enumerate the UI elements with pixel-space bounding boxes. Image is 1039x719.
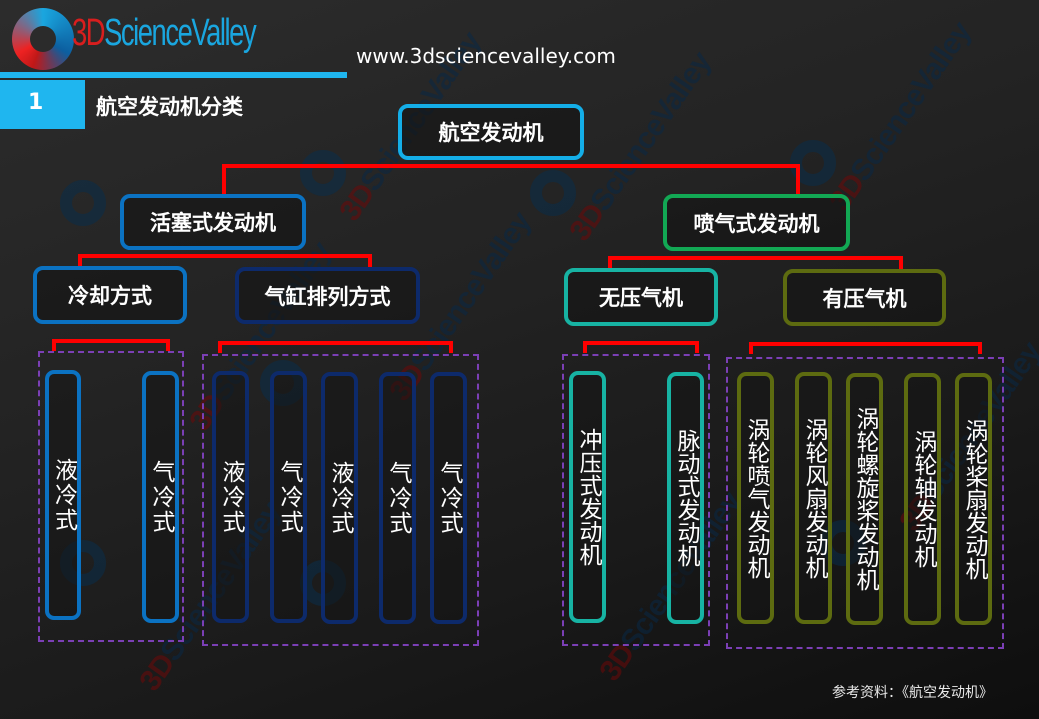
connector-compressor-left — [749, 342, 753, 354]
node-label: 气缸排列方式 — [264, 284, 391, 309]
leaf-cylinder-5: 气冷式 — [430, 372, 467, 624]
connector-compressor-right — [978, 342, 982, 354]
node-label: 航空发动机 — [438, 121, 544, 145]
header-divider — [0, 72, 347, 78]
node-piston-engine: 活塞式发动机 — [120, 194, 306, 250]
connector-piston-left — [78, 254, 82, 268]
node-with-compressor: 有压气机 — [783, 269, 946, 326]
logo-icon — [12, 8, 74, 70]
node-cooling-method: 冷却方式 — [33, 266, 187, 324]
connector-no-compressor — [583, 341, 699, 345]
leaf-label: 液冷式 — [327, 460, 353, 536]
connector-root — [222, 164, 800, 168]
reference-note: 参考资料：《航空发动机》 — [832, 685, 993, 701]
connector-no-compressor-right — [695, 341, 699, 353]
connector-piston — [78, 254, 372, 258]
leaf-label: 气冷式 — [385, 460, 411, 536]
leaf-pulsejet: 脉动式发动机 — [667, 372, 704, 624]
group-compressor — [726, 357, 1004, 649]
connector-cooling-right — [166, 339, 170, 351]
connector-jet-left — [608, 256, 612, 270]
node-cylinder-arrangement: 气缸排列方式 — [235, 267, 420, 324]
connector-cooling-left — [52, 339, 56, 351]
node-label: 无压气机 — [599, 286, 683, 310]
section-title: 航空发动机分类 — [96, 95, 243, 119]
leaf-ramjet: 冲压式发动机 — [569, 371, 606, 623]
connector-cylinder — [218, 341, 453, 345]
leaf-label: 液冷式 — [50, 457, 77, 533]
node-no-compressor: 无压气机 — [564, 268, 718, 326]
watermark-logo-icon — [530, 170, 576, 216]
connector-cylinder-left — [218, 341, 222, 353]
leaf-turbofan: 涡轮风扇发动机 — [795, 372, 832, 624]
group-no-compressor — [562, 354, 710, 646]
connector-root-right — [796, 164, 800, 194]
website-url: www.3dsciencevalley.com — [356, 44, 616, 68]
section-number: 1 — [28, 90, 44, 115]
leaf-label: 涡轮螺旋桨发动机 — [852, 407, 878, 591]
connector-no-compressor-left — [583, 341, 587, 353]
leaf-air-cooled: 气冷式 — [142, 371, 179, 623]
group-cooling — [38, 351, 184, 642]
connector-compressor — [749, 342, 982, 346]
leaf-label: 涡轮风扇发动机 — [801, 417, 827, 579]
node-aero-engine: 航空发动机 — [398, 104, 584, 160]
leaf-cylinder-2: 气冷式 — [270, 371, 307, 623]
leaf-turboprop: 涡轮螺旋桨发动机 — [846, 373, 883, 625]
node-label: 活塞式发动机 — [150, 211, 276, 235]
node-label: 冷却方式 — [68, 284, 152, 308]
leaf-label: 脉动式发动机 — [673, 429, 699, 567]
logo-text: 3DScienceValley — [72, 12, 257, 54]
group-cylinder — [202, 354, 479, 646]
section-number-box — [0, 80, 85, 129]
leaf-cylinder-4: 气冷式 — [379, 372, 416, 624]
leaf-propfan: 涡轮桨扇发动机 — [955, 373, 992, 625]
leaf-label: 气冷式 — [276, 459, 302, 535]
watermark-logo-icon — [300, 150, 346, 196]
connector-cooling — [52, 339, 170, 343]
leaf-cylinder-1: 液冷式 — [212, 371, 249, 623]
connector-piston-right — [368, 254, 372, 268]
leaf-label: 涡轮喷气发动机 — [743, 417, 769, 579]
leaf-label: 冲压式发动机 — [575, 428, 601, 566]
node-label: 有压气机 — [822, 286, 907, 311]
leaf-turboshaft: 涡轮轴发动机 — [904, 373, 941, 625]
leaf-cylinder-3: 液冷式 — [321, 372, 358, 624]
leaf-label: 气冷式 — [148, 459, 174, 535]
node-jet-engine: 喷气式发动机 — [663, 194, 850, 251]
watermark-logo-icon — [60, 180, 106, 226]
watermark-text: 3DScienceValley — [823, 16, 978, 218]
leaf-label: 液冷式 — [218, 459, 244, 535]
leaf-label: 涡轮轴发动机 — [910, 430, 936, 568]
connector-jet — [608, 256, 903, 260]
node-label: 喷气式发动机 — [693, 211, 820, 236]
connector-jet-right — [899, 256, 903, 270]
leaf-label: 涡轮桨扇发动机 — [961, 418, 987, 580]
connector-root-left — [222, 164, 226, 194]
leaf-turbojet: 涡轮喷气发动机 — [737, 372, 774, 624]
connector-cylinder-right — [449, 341, 453, 353]
leaf-liquid-cooled: 液冷式 — [45, 370, 81, 620]
leaf-label: 气冷式 — [436, 460, 462, 536]
